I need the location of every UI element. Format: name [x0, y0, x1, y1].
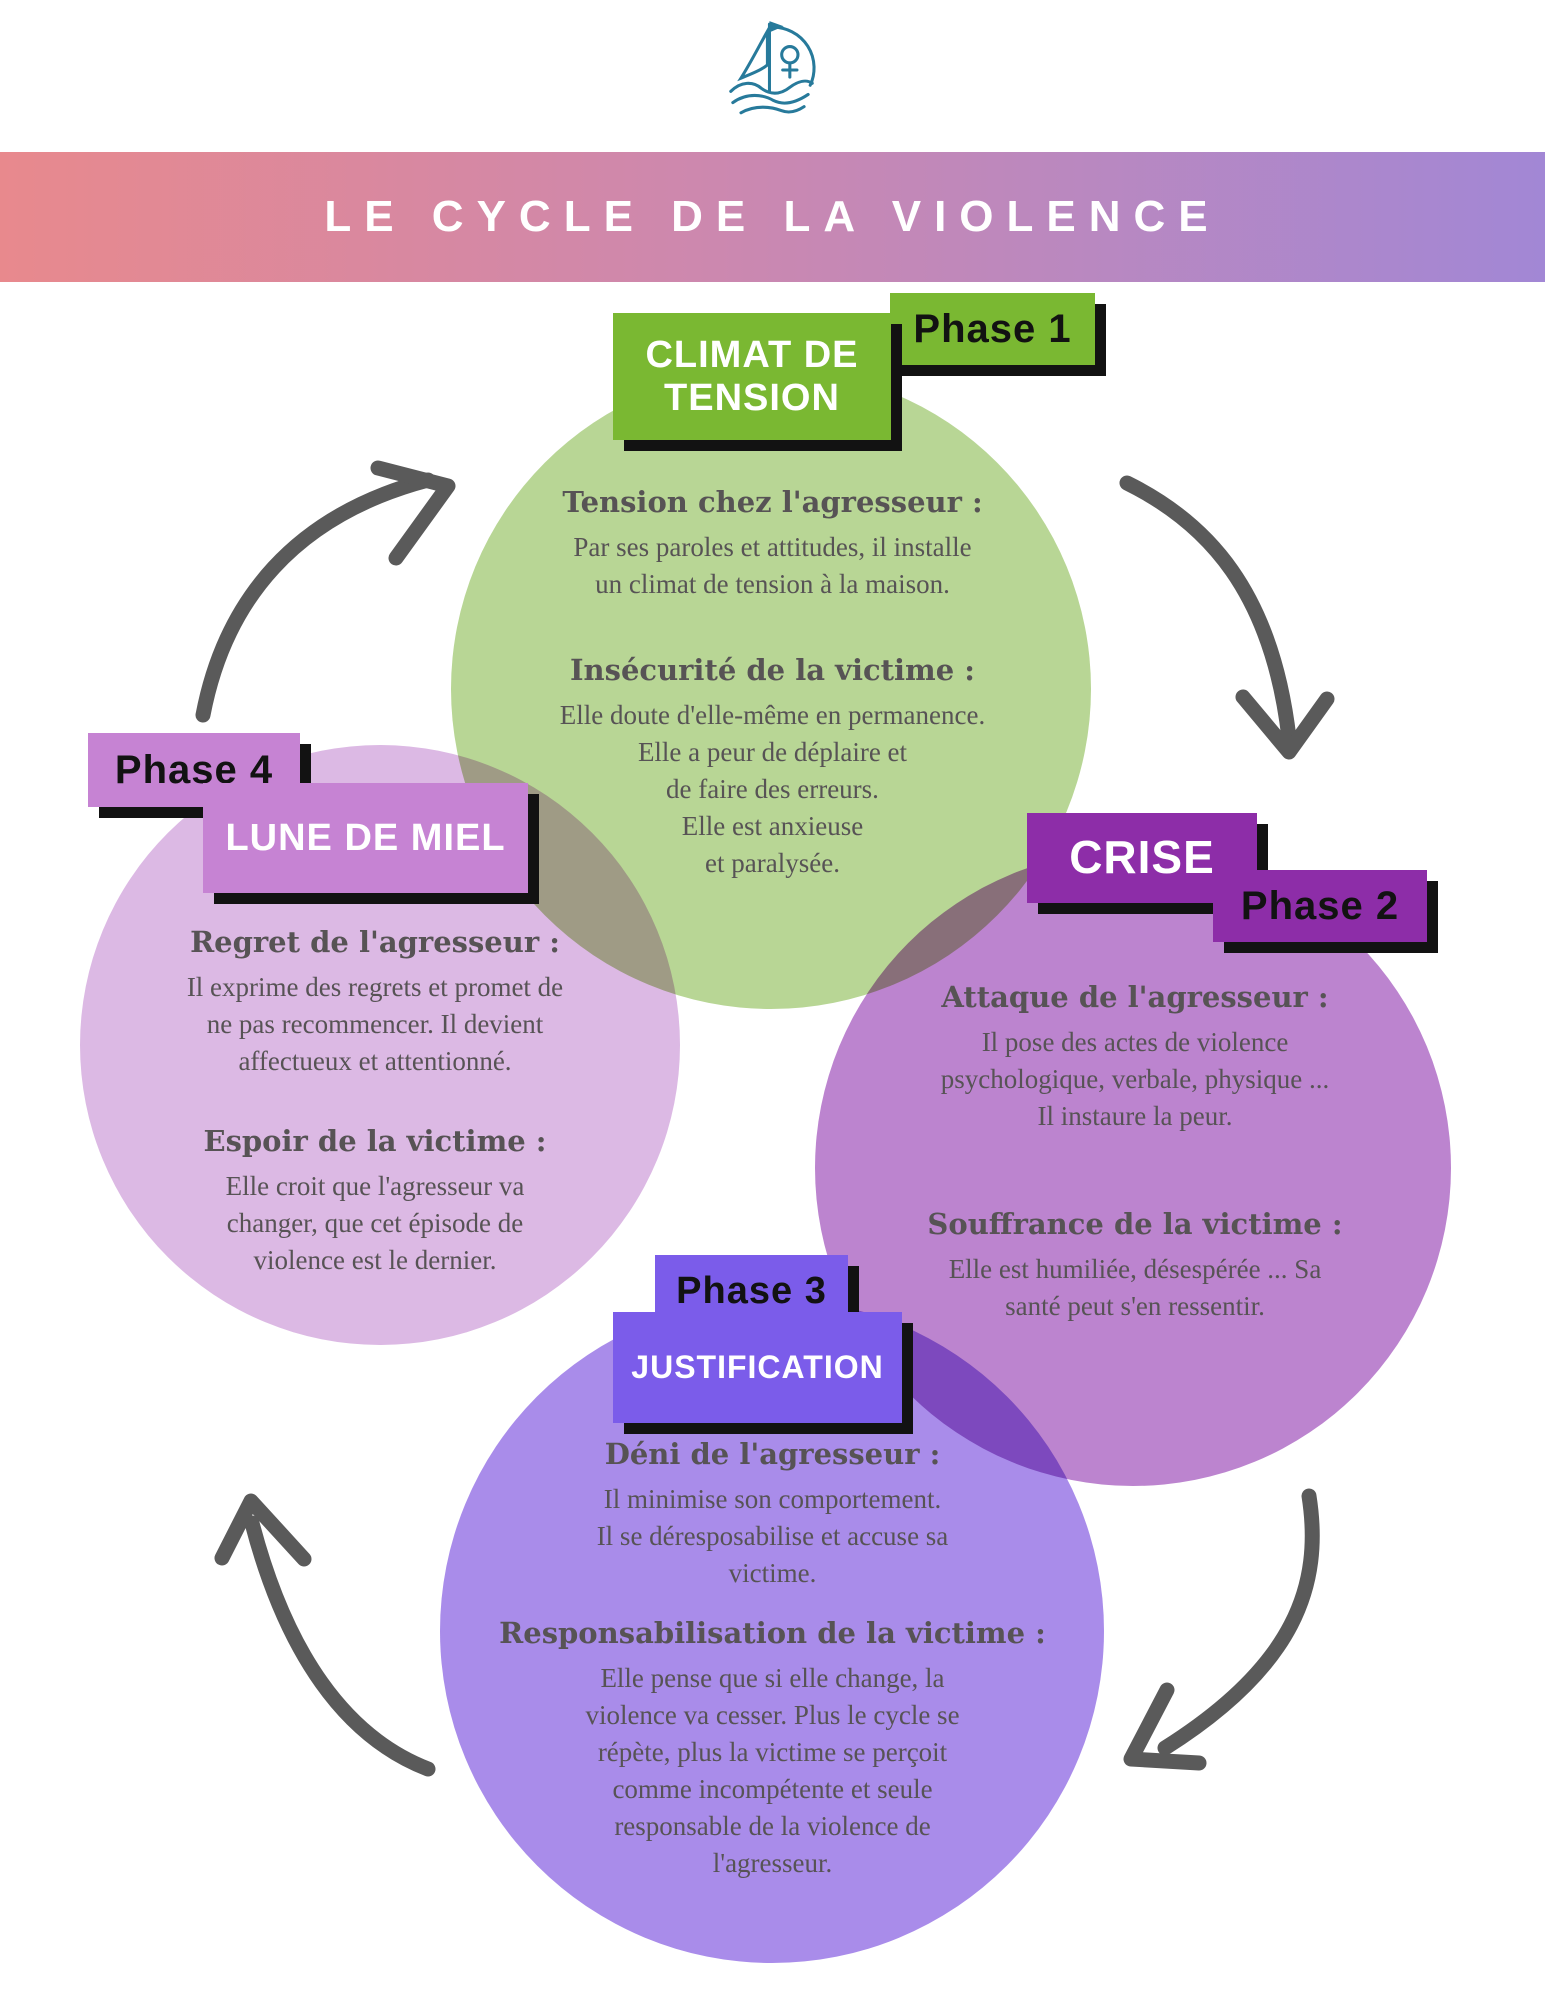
title-banner: LE CYCLE DE LA VIOLENCE: [0, 152, 1545, 282]
phase1-heading-aggressor: Tension chez l'agresseur :: [562, 485, 983, 519]
phase3-heading-victim: Responsabilisation de la victime :: [499, 1616, 1046, 1650]
phase4-title-label: LUNE DE MIEL: [225, 816, 506, 859]
phase3-title-label: JUSTIFICATION: [631, 1348, 884, 1385]
phase1-title-label: CLIMAT DE TENSION: [645, 333, 859, 419]
phase2-number-label: Phase 2: [1240, 883, 1400, 928]
phase3-section-victim: Responsabilisation de la victime : Elle …: [455, 1616, 1090, 1882]
phase2-section-aggressor: Attaque de l'agresseur : Il pose des act…: [830, 980, 1440, 1135]
phase1-heading-victim: Insécurité de la victime :: [569, 653, 975, 687]
phase1-body-aggressor: Par ses paroles et attitudes, il install…: [573, 532, 972, 599]
phase4-heading-victim: Espoir de la victime :: [203, 1124, 547, 1158]
phase2-body-victim: Elle est humiliée, désespérée ... Sa san…: [948, 1254, 1322, 1321]
phase4-number-tag: Phase 4: [88, 733, 300, 807]
phase3-text-block: Déni de l'agresseur : Il minimise son co…: [455, 1437, 1090, 1882]
phase1-section-victim: Insécurité de la victime : Elle doute d'…: [455, 653, 1090, 882]
sailboat-female-logo-icon: [729, 21, 816, 115]
phase4-section-aggressor: Regret de l'agresseur : Il exprime des r…: [75, 925, 675, 1080]
phase1-number-label: Phase 1: [913, 306, 1072, 351]
phase3-number-label: Phase 3: [676, 1269, 827, 1312]
phase2-heading-victim: Souffrance de la victime :: [927, 1207, 1343, 1241]
phase3-body-victim: Elle pense que si elle change, la violen…: [585, 1663, 960, 1878]
phase4-body-aggressor: Il exprime des regrets et promet de ne p…: [186, 972, 564, 1076]
phase1-section-aggressor: Tension chez l'agresseur : Par ses parol…: [455, 485, 1090, 603]
phase3-body-aggressor: Il minimise son comportement. Il se dére…: [596, 1484, 949, 1588]
phase4-text-block: Regret de l'agresseur : Il exprime des r…: [75, 925, 675, 1279]
phase4-heading-aggressor: Regret de l'agresseur :: [190, 925, 560, 959]
phase2-number-tag: Phase 2: [1213, 870, 1427, 942]
phase2-body-aggressor: Il pose des actes de violence psychologi…: [940, 1027, 1330, 1131]
phase4-body-victim: Elle croit que l'agresseur va changer, q…: [225, 1171, 525, 1275]
phase2-section-victim: Souffrance de la victime : Elle est humi…: [830, 1207, 1440, 1325]
phase4-title-tag: LUNE DE MIEL: [203, 783, 528, 893]
phase3-section-aggressor: Déni de l'agresseur : Il minimise son co…: [455, 1437, 1090, 1592]
phase2-title-label: CRISE: [1069, 831, 1215, 884]
phase1-text-block: Tension chez l'agresseur : Par ses parol…: [455, 485, 1090, 882]
phase1-body-victim: Elle doute d'elle-même en permanence. El…: [559, 700, 986, 878]
phase4-section-victim: Espoir de la victime : Elle croit que l'…: [75, 1124, 675, 1279]
phase2-text-block: Attaque de l'agresseur : Il pose des act…: [830, 980, 1440, 1325]
page-title: LE CYCLE DE LA VIOLENCE: [324, 192, 1221, 241]
phase2-heading-aggressor: Attaque de l'agresseur :: [941, 980, 1329, 1014]
phase1-number-tag: Phase 1: [890, 293, 1095, 365]
phase3-title-tag: JUSTIFICATION: [613, 1312, 902, 1423]
phase4-number-label: Phase 4: [114, 747, 274, 792]
phase1-title-tag: CLIMAT DE TENSION: [613, 313, 891, 440]
phase3-heading-aggressor: Déni de l'agresseur :: [604, 1437, 941, 1471]
